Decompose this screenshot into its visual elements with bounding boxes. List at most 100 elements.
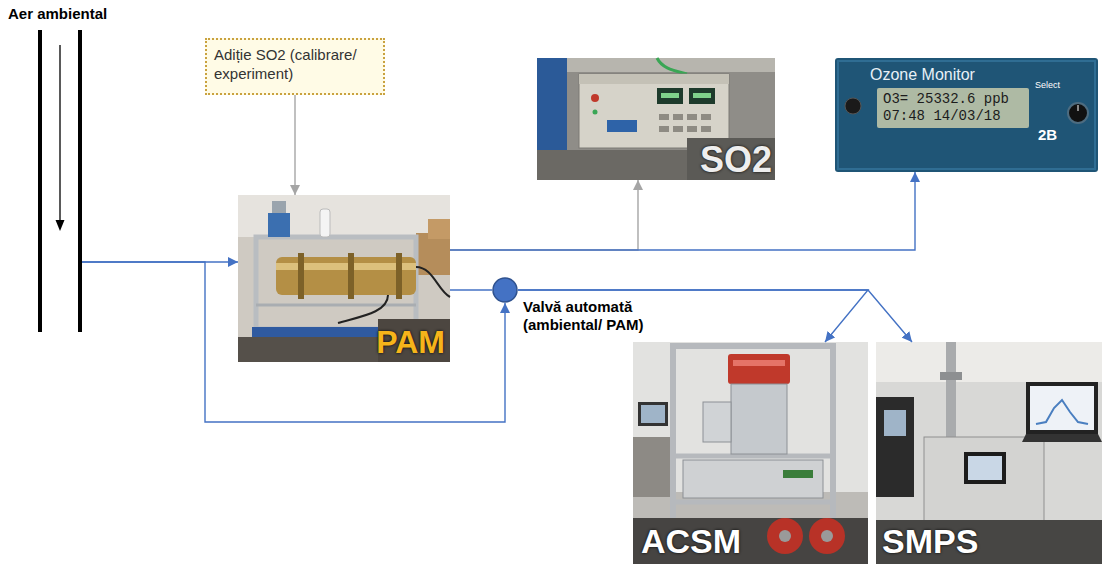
acsm-photo: [633, 492, 868, 564]
pam-photo: [320, 209, 330, 237]
pam-photo: [348, 253, 354, 299]
so2-analyzer-photo: [607, 120, 637, 132]
smps-photo: [968, 456, 1002, 480]
ozone-monitor-photo: [838, 61, 1095, 169]
smps-photo: [924, 437, 1044, 522]
flow-arrow: [518, 290, 868, 342]
valve-circle: Valvă automată (ambiental/ PAM): [492, 277, 518, 303]
so2-analyzer-photo: [661, 93, 679, 98]
pam-photo: [428, 219, 450, 239]
node-label: ACSM: [641, 522, 741, 561]
so2-analyzer-photo: [693, 93, 711, 98]
smps-photo: [1022, 434, 1102, 442]
pam-photo: [338, 295, 388, 323]
air-inlet-pipe: [59, 45, 60, 222]
so2-analyzer-photo: [687, 126, 697, 132]
pam-photo: [256, 237, 416, 329]
connectors: [82, 95, 915, 422]
acsm-photo: [779, 530, 791, 542]
node-label: SMPS: [882, 522, 978, 561]
ozone-monitor-photo: [835, 58, 1098, 172]
smps-photo: [964, 452, 1006, 484]
node-label: Aer ambiental: [8, 5, 107, 22]
air-inlet-pipe: [56, 220, 65, 231]
so2-analyzer-photo: [701, 126, 711, 132]
smps-photo: [876, 520, 1102, 564]
acsm-photo: [767, 518, 803, 554]
pam-photo: [396, 253, 402, 299]
so2-analyzer-photo: [701, 114, 711, 120]
node-label: Ozone Monitor: [870, 66, 975, 84]
so2-analyzer-photo: [673, 114, 683, 120]
so2-analyzer-photo: [579, 74, 729, 148]
pam-photo: [238, 195, 450, 362]
so2-analyzer-photo: [673, 126, 683, 132]
air-inlet-pipe: [78, 30, 82, 332]
so2-analyzer-photo: [537, 58, 775, 180]
pam-photo: [298, 253, 304, 299]
acsm-photo: [683, 460, 823, 498]
smps-photo: [946, 342, 956, 442]
smps-photo: [876, 397, 914, 497]
node-label: PAM: [376, 324, 445, 361]
flow-arrow: [82, 262, 505, 422]
ozone-monitor-photo: [835, 58, 1098, 172]
pam-photo: [238, 195, 450, 362]
so2-analyzer-photo: [687, 114, 697, 120]
node-label: Valvă automată (ambiental/ PAM): [523, 298, 663, 334]
acsm-photo: [633, 518, 868, 564]
acsm-photo: [633, 342, 868, 564]
pam-photo: [272, 201, 286, 213]
node-label: Adiție SO2 (calibrare/ experiment): [207, 40, 383, 88]
smps-photo: [876, 342, 1102, 564]
instrument-photo: SMPS: [876, 342, 1102, 564]
air-inlet-pipe: [38, 30, 42, 332]
acsm-photo: [673, 500, 833, 505]
so2-analyzer-photo: [657, 88, 683, 104]
instrument-photo: ACSM: [633, 342, 868, 564]
instrument-photo: PAM: [238, 195, 450, 362]
pam-photo: [256, 304, 416, 307]
smps-photo: [1030, 386, 1094, 430]
pam-photo: [276, 263, 416, 270]
acsm-photo: [633, 342, 868, 564]
acsm-photo: [821, 530, 833, 542]
so2-analyzer-photo: [659, 126, 669, 132]
instrument-photo: SO2: [537, 58, 775, 180]
so2-analyzer-photo: [689, 88, 715, 104]
air-inlet-pipe: Aer ambiental: [38, 28, 82, 332]
acsm-photo: [641, 405, 665, 423]
acsm-photo: [633, 437, 673, 497]
so2-analyzer-photo: [593, 110, 598, 115]
pam-photo: [268, 213, 290, 237]
acsm-photo: [731, 384, 787, 454]
acsm-photo: [809, 518, 845, 554]
air-inlet-pipe: [40, 30, 80, 332]
ozone-monitor-photo: [1068, 103, 1088, 123]
acsm-photo: [638, 402, 668, 426]
acsm-photo: [728, 354, 790, 384]
so2-analyzer-photo: [687, 138, 775, 180]
valve-circle-shape: [493, 278, 517, 302]
pam-photo: [416, 267, 450, 297]
node-label: 2B: [1038, 126, 1057, 143]
valve-circle-shape: [492, 277, 518, 303]
so2-analyzer-photo: [659, 114, 669, 120]
so2-analyzer-photo: [657, 58, 687, 74]
smps-photo: [1026, 382, 1098, 434]
smps-photo: [884, 410, 906, 436]
so2-analyzer-photo: [537, 58, 775, 180]
pam-photo: [238, 195, 450, 237]
acsm-photo: [783, 470, 813, 478]
smps-photo: [1036, 400, 1088, 424]
flow-arrow: [450, 289, 492, 290]
flow-arrow: [450, 172, 915, 250]
node-label: SO2: [700, 139, 772, 180]
smps-photo: [876, 342, 1102, 382]
acsm-photo: [703, 402, 731, 442]
flow-arrow: [518, 290, 912, 342]
acsm-photo: [733, 360, 785, 366]
